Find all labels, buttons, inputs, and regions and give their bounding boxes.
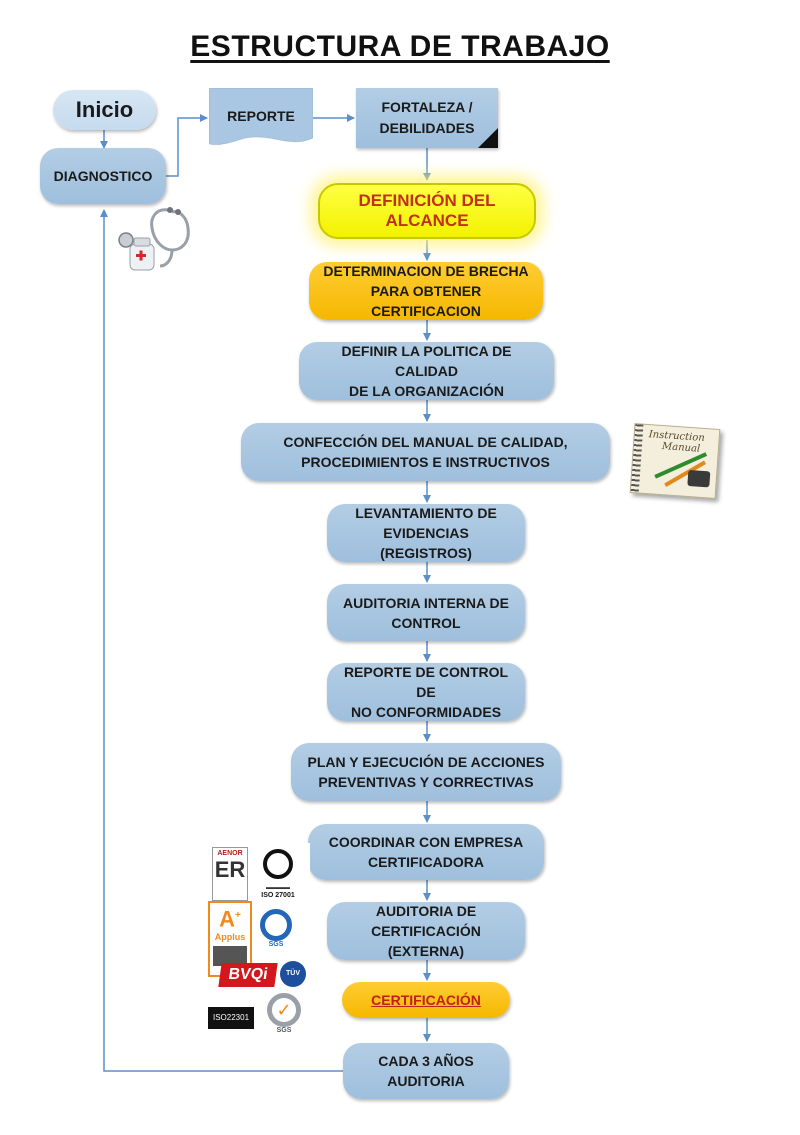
node-evidencias: LEVANTAMIENTO DE EVIDENCIAS (REGISTROS)	[327, 504, 525, 562]
node-coordinar: COORDINAR CON EMPRESA CERTIFICADORA	[308, 824, 544, 880]
node-reporte-label: REPORTE	[227, 108, 295, 124]
node-plan: PLAN Y EJECUCIÓN DE ACCIONES PREVENTIVAS…	[291, 743, 561, 801]
certification-logos: AENOR ER ▬▬▬▬ ISO 27001 A+ Applus SGS BV…	[206, 843, 310, 1043]
node-auditoria-interna-line2: CONTROL	[391, 614, 461, 631]
arrow-cada-diagnostico	[100, 209, 343, 1072]
node-auditoria-cert: AUDITORIA DE CERTIFICACIÓN (EXTERNA)	[327, 902, 525, 960]
node-politica-line1: DEFINIR LA POLITICA DE CALIDAD	[341, 343, 512, 379]
bvqi-logo: BVQi	[218, 963, 278, 987]
node-cada-3-anos: CADA 3 AÑOS AUDITORIA	[343, 1043, 509, 1099]
diagram-title: ESTRUCTURA DE TRABAJO	[190, 30, 610, 63]
node-brecha-line2: PARA OBTENER CERTIFICACION	[370, 283, 482, 319]
tuv-logo: TÜV	[280, 961, 306, 987]
arrow-diagnostico-reporte	[165, 114, 208, 177]
node-alcance-label: DEFINICIÓN DEL ALCANCE	[358, 191, 496, 230]
node-politica: DEFINIR LA POLITICA DE CALIDAD DE LA ORG…	[299, 342, 554, 400]
instruction-manual-image: Instruction Manual	[629, 423, 721, 499]
node-plan-line2: PREVENTIVAS Y CORRECTIVAS	[318, 774, 534, 790]
node-fortaleza-line1: FORTALEZA /	[381, 99, 473, 115]
document-shape	[209, 88, 313, 146]
node-auditoria-interna-line1: AUDITORIA INTERNA DE	[343, 594, 509, 611]
stethoscope-icon	[118, 207, 190, 271]
node-certificacion-label: CERTIFICACIÓN	[371, 992, 481, 1008]
node-certificacion: CERTIFICACIÓN	[342, 982, 510, 1018]
node-manual: CONFECCIÓN DEL MANUAL DE CALIDAD, PROCED…	[241, 423, 610, 481]
node-cada-line1: CADA 3 AÑOS	[378, 1053, 474, 1069]
node-inicio-label: Inicio	[75, 97, 134, 122]
node-brecha-line1: DETERMINACION DE BRECHA	[323, 263, 529, 279]
node-auditoria-interna: AUDITORIA INTERNA DE CONTROL	[327, 584, 525, 641]
node-brecha: DETERMINACION DE BRECHA PARA OBTENER CER…	[309, 262, 543, 320]
node-coordinar-line2: CERTIFICADORA	[368, 854, 484, 870]
iso27001-logo: ▬▬▬▬ ISO 27001	[250, 849, 306, 907]
aenor-logo: AENOR ER	[212, 847, 248, 901]
node-diagnostico: DIAGNOSTICO	[40, 148, 166, 204]
node-manual-line1: CONFECCIÓN DEL MANUAL DE CALIDAD,	[283, 434, 568, 450]
node-fortaleza: FORTALEZA / DEBILIDADES	[356, 88, 498, 148]
sgs-check-logo: ✓ SGS	[264, 993, 304, 1039]
node-fortaleza-line2: DEBILIDADES	[379, 120, 475, 136]
node-reporte-control-line2: NO CONFORMIDADES	[350, 704, 502, 720]
node-reporte-control: REPORTE DE CONTROL DE NO CONFORMIDADES	[327, 663, 525, 721]
node-reporte: REPORTE	[209, 88, 313, 148]
node-auditoria-cert-line1: AUDITORIA DE	[375, 903, 477, 919]
folded-corner-icon	[478, 128, 498, 148]
node-politica-line2: DE LA ORGANIZACIÓN	[348, 383, 505, 399]
node-evidencias-line2: EVIDENCIAS (REGISTROS)	[380, 525, 472, 561]
node-inicio: Inicio	[53, 90, 156, 130]
node-plan-line1: PLAN Y EJECUCIÓN DE ACCIONES	[307, 754, 545, 770]
node-coordinar-line1: COORDINAR CON EMPRESA	[328, 834, 524, 850]
iso22301-logo: ISO22301	[208, 1007, 254, 1029]
node-diagnostico-label: DIAGNOSTICO	[53, 168, 153, 184]
node-alcance: DEFINICIÓN DEL ALCANCE	[318, 183, 536, 239]
node-evidencias-line1: LEVANTAMIENTO DE	[355, 505, 497, 521]
node-auditoria-cert-line2: CERTIFICACIÓN (EXTERNA)	[371, 923, 481, 959]
sgs-logo: SGS	[254, 909, 298, 955]
node-cada-line2: AUDITORIA	[387, 1073, 465, 1089]
node-manual-line2: PROCEDIMIENTOS E INSTRUCTIVOS	[301, 454, 550, 470]
node-reporte-control-line1: REPORTE DE CONTROL DE	[343, 664, 509, 700]
